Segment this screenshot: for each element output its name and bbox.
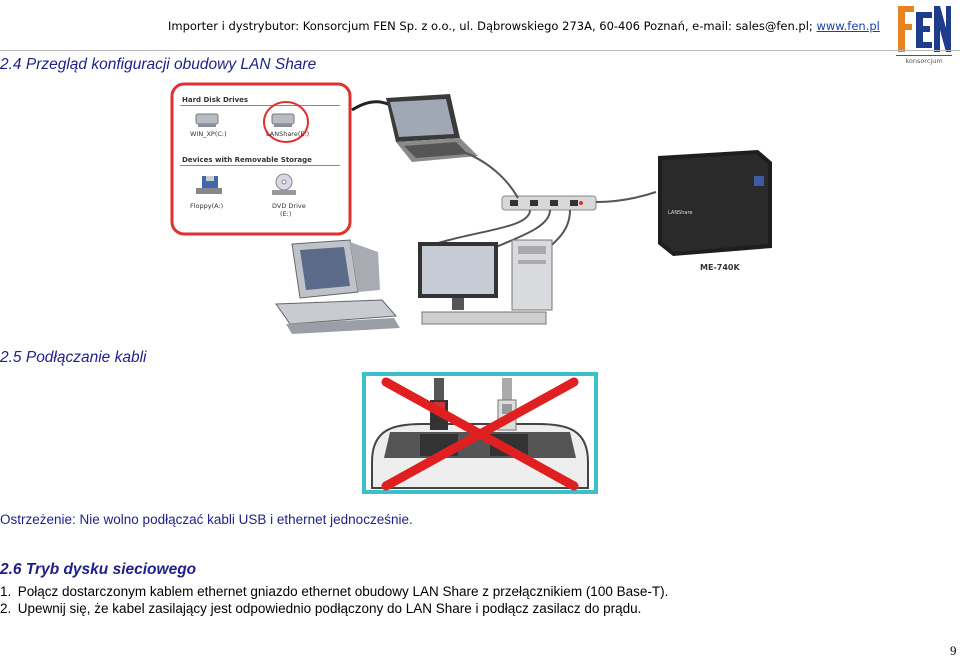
lanshare-drive-icon (271, 113, 295, 127)
page-number: 9 (950, 643, 957, 658)
enclosure-model-label: ME-740K (700, 263, 740, 272)
list-item: 2. Upewnij się, że kabel zasilający jest… (0, 600, 668, 617)
network-switch-icon (501, 195, 597, 211)
lcd-computer-icon (418, 239, 553, 325)
section-24-title: 2.4 Przegląd konfiguracji obudowy LAN Sh… (0, 56, 317, 73)
logo-caption: konsorcjum (905, 57, 942, 65)
crt-computer-icon (275, 239, 400, 334)
fen-logo: konsorcjum (894, 2, 954, 66)
enclosure-brand: LANShare (668, 210, 693, 216)
cable-warning-figure (362, 372, 598, 494)
step-number: 2. (0, 601, 12, 616)
header-link[interactable]: www.fen.pl (816, 19, 880, 33)
panel-heading-removable: Devices with Removable Storage (182, 156, 312, 164)
panel-heading-hdd: Hard Disk Drives (182, 96, 248, 104)
lanshare-enclosure-icon: LANShare (658, 150, 772, 256)
drive-4-label-1: DVD Drive (272, 202, 306, 210)
drive-2-label: LANShare(E:) (266, 130, 309, 138)
header-rule (0, 50, 960, 51)
step-text: Upewnij się, że kabel zasilający jest od… (17, 601, 642, 616)
list-item: 1. Połącz dostarczonym kablem ethernet g… (0, 583, 668, 600)
cable-warning-text: Ostrzeżenie: Nie wolno podłączać kabli U… (0, 512, 413, 527)
page-header: Importer i dystrybutor: Konsorcjum FEN S… (168, 19, 880, 33)
section-25-title: 2.5 Podłączanie kabli (0, 349, 147, 366)
header-text: Importer i dystrybutor: Konsorcjum FEN S… (168, 19, 817, 33)
lan-share-overview-figure: Hard Disk Drives WIN_XP(C:) LANShare(E:)… (168, 80, 788, 342)
step-text: Połącz dostarczonym kablem ethernet gnia… (17, 584, 669, 599)
drive-4-label-2: (E:) (280, 210, 291, 218)
drive-3-label: Floppy(A:) (190, 202, 223, 210)
laptop-icon (386, 94, 478, 162)
step-number: 1. (0, 584, 12, 599)
prohibited-x-icon (381, 377, 579, 491)
floppy-icon (196, 176, 222, 194)
steps-list: 1. Połącz dostarczonym kablem ethernet g… (0, 583, 668, 617)
drive-icon (195, 113, 219, 127)
drive-1-label: WIN_XP(C:) (190, 130, 227, 138)
dvd-icon (272, 173, 296, 195)
section-26-title: 2.6 Tryb dysku sieciowego (0, 561, 197, 578)
